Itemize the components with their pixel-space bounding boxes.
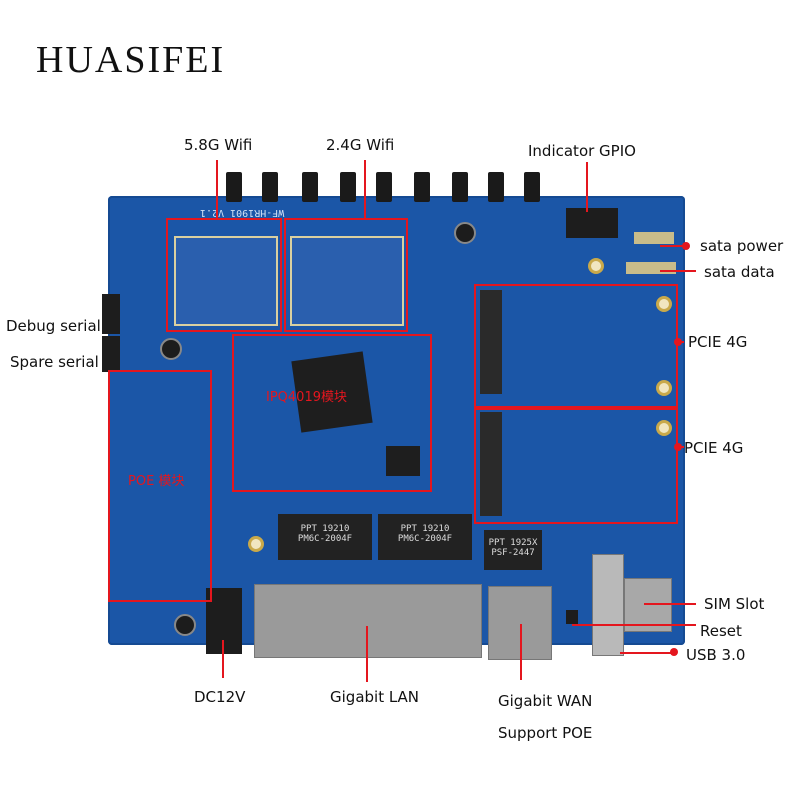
magnetics-label: PPT 19210 <box>300 524 350 534</box>
leader-line <box>660 270 696 272</box>
ethernet-magnetics: PPT 19210 PM6C-2004F <box>378 514 472 560</box>
usb-port <box>592 554 624 656</box>
antenna-connector <box>488 172 504 202</box>
pcie-slot-2 <box>480 412 502 516</box>
label-gigabit-wan: Gigabit WAN <box>498 692 593 710</box>
mounting-hole <box>588 258 604 274</box>
capacitor <box>174 614 196 636</box>
magnetics-label: PM6C-2004F <box>297 534 353 544</box>
board-silkscreen: WF-HR1901 V2.1 <box>200 207 285 218</box>
leader-line <box>586 162 588 212</box>
antenna-connector <box>262 172 278 202</box>
debug-serial-header <box>102 294 120 334</box>
ethernet-magnetics: PPT 1925X PSF-2447 <box>484 530 542 570</box>
wifi-24-shield <box>290 236 404 326</box>
label-wifi58: 5.8G Wifi <box>184 136 253 154</box>
sim-slot <box>624 578 672 632</box>
label-sim-slot: SIM Slot <box>704 595 765 613</box>
dc-jack <box>206 588 242 654</box>
sata-data-connector <box>626 262 676 274</box>
label-support-poe: Support POE <box>498 724 593 742</box>
antenna-connector <box>376 172 392 202</box>
ethernet-magnetics: PPT 19210 PM6C-2004F <box>278 514 372 560</box>
pcie2-box <box>474 408 678 524</box>
leader-line <box>216 160 218 218</box>
brand-logo: HUASIFEI <box>36 39 226 81</box>
label-sata-power: sata power <box>700 237 784 255</box>
sata-power-connector <box>634 232 674 244</box>
pcie1-box <box>474 284 678 408</box>
antenna-connector <box>340 172 356 202</box>
label-gigabit-lan: Gigabit LAN <box>330 688 420 706</box>
label-wifi24: 2.4G Wifi <box>326 136 395 154</box>
label-pcie2: PCIE 4G <box>684 439 744 457</box>
reset-button <box>566 610 578 624</box>
label-sata-data: sata data <box>704 263 775 281</box>
leader-line <box>222 640 224 678</box>
leader-dot <box>674 338 682 346</box>
antenna-connector <box>414 172 430 202</box>
leader-dot <box>682 242 690 250</box>
mounting-hole <box>656 420 672 436</box>
gpio-header <box>566 208 618 238</box>
wifi-58-shield <box>174 236 278 326</box>
leader-line <box>660 245 686 247</box>
magnetics-label: PSF-2447 <box>491 548 535 558</box>
pcie-slot-1 <box>480 290 502 394</box>
gigabit-lan-ports <box>254 584 482 658</box>
label-pcie1: PCIE 4G <box>688 333 748 351</box>
memory-chip <box>386 446 420 476</box>
cpu-box <box>232 334 432 492</box>
wifi-24-box <box>284 218 408 332</box>
leader-line <box>520 624 522 680</box>
capacitor <box>160 338 182 360</box>
leader-line <box>366 626 368 682</box>
poe-module-label: POE 模块 <box>128 474 185 489</box>
label-gpio: Indicator GPIO <box>528 142 636 160</box>
magnetics-label: PPT 19210 <box>400 524 450 534</box>
leader-line <box>620 652 676 654</box>
leader-dot <box>674 443 682 451</box>
leader-line <box>644 603 696 605</box>
label-reset: Reset <box>700 622 742 640</box>
capacitor <box>454 222 476 244</box>
wifi-58-box <box>166 218 282 332</box>
antenna-connector <box>226 172 242 202</box>
leader-line <box>572 624 696 626</box>
antenna-connector <box>452 172 468 202</box>
label-debug-serial: Debug serial <box>6 317 101 335</box>
antenna-connector <box>302 172 318 202</box>
leader-line <box>364 160 366 218</box>
spare-serial-header <box>102 336 120 372</box>
mounting-hole <box>656 380 672 396</box>
label-spare-serial: Spare serial <box>10 353 99 371</box>
poe-box <box>108 370 212 602</box>
label-usb: USB 3.0 <box>686 646 746 664</box>
cpu-module-label: IPQ4019模块 <box>266 390 347 405</box>
leader-dot <box>670 648 678 656</box>
antenna-connector <box>524 172 540 202</box>
label-dc12v: DC12V <box>194 688 246 706</box>
mounting-hole <box>248 536 264 552</box>
magnetics-label: PPT 1925X <box>488 538 538 548</box>
magnetics-label: PM6C-2004F <box>397 534 453 544</box>
mounting-hole <box>656 296 672 312</box>
